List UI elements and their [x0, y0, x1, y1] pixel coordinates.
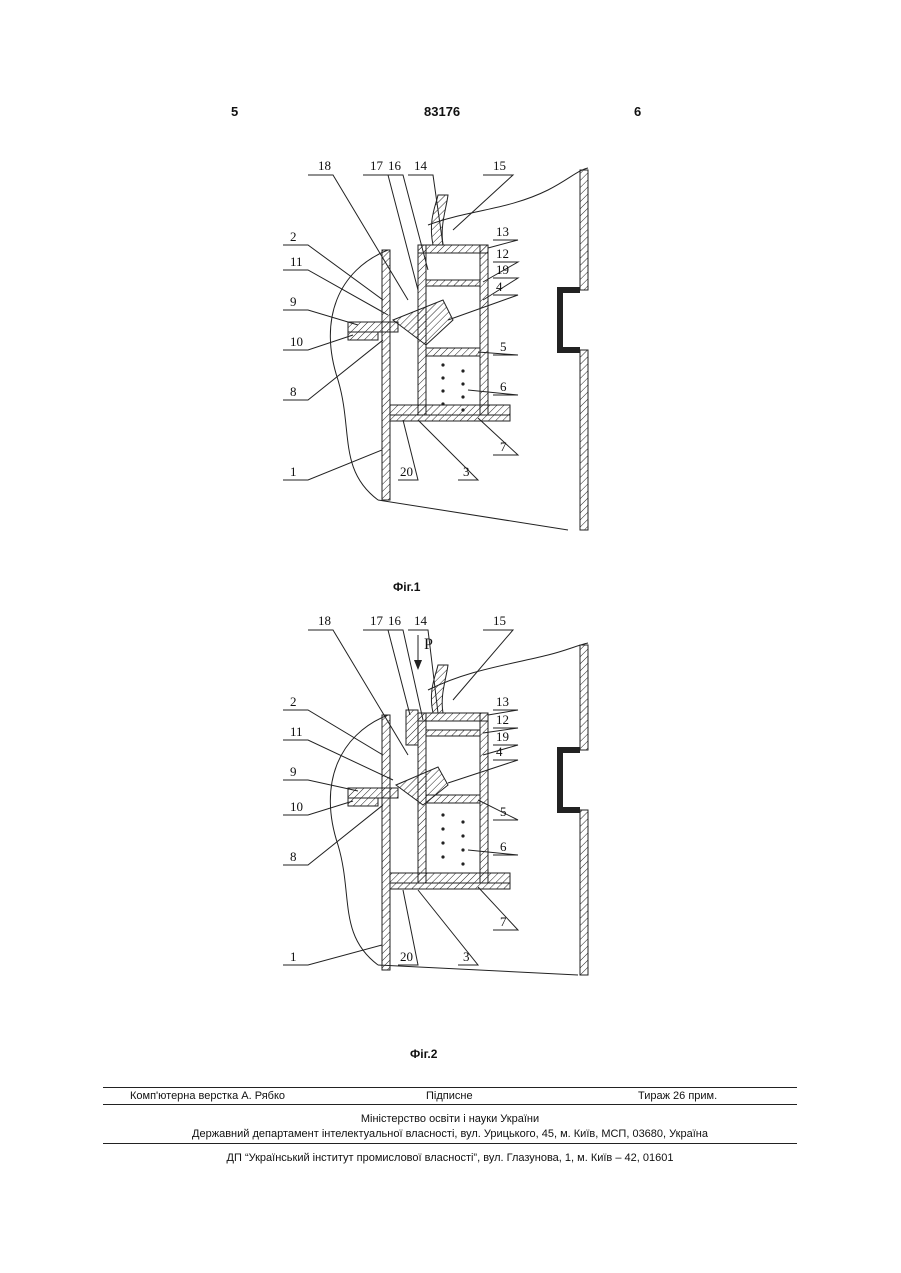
fig2-label-15: 15	[493, 613, 506, 628]
fig1-label-6: 6	[500, 379, 507, 394]
fig2-label-9: 9	[290, 764, 297, 779]
imprint-mid-rule	[103, 1104, 797, 1105]
fig2-label-18: 18	[318, 613, 331, 628]
fig1-label-11: 11	[290, 254, 303, 269]
fig1-label-17: 17	[370, 158, 384, 173]
fig2-label-17: 17	[370, 613, 384, 628]
fig2-label-14: 14	[414, 613, 428, 628]
fig1-label-2: 2	[290, 229, 297, 244]
figure-2-drawing: P 18 17 16 14 15 13 12 19 4	[278, 605, 598, 985]
fig1-label-1: 1	[290, 464, 297, 479]
fig2-label-11: 11	[290, 724, 303, 739]
fig1-label-13: 13	[496, 224, 509, 239]
circulation-label: Тираж 26 прим.	[638, 1090, 717, 1102]
fig1-label-7: 7	[500, 439, 507, 454]
imprint-top-rule	[103, 1087, 797, 1088]
figure-1-caption: Фіг.1	[393, 580, 420, 594]
fig1-label-15: 15	[493, 158, 506, 173]
fig2-label-16: 16	[388, 613, 402, 628]
patent-number: 83176	[424, 104, 460, 119]
fig2-label-3: 3	[463, 949, 470, 964]
fig1-label-18: 18	[318, 158, 331, 173]
right-page-number: 6	[634, 104, 641, 119]
fig1-label-4: 4	[496, 279, 503, 294]
fig1-label-14: 14	[414, 158, 428, 173]
institute-line: ДП “Український інститут промислової вла…	[103, 1152, 797, 1164]
fig2-label-20: 20	[400, 949, 413, 964]
fig2-force-label: P	[424, 636, 433, 653]
ministry-line: Міністерство освіти і науки України	[103, 1113, 797, 1125]
fig2-label-13: 13	[496, 694, 509, 709]
fig1-label-12: 12	[496, 246, 509, 261]
fig1-label-9: 9	[290, 294, 297, 309]
figure-2-caption: Фіг.2	[410, 1047, 437, 1061]
fig1-label-19: 19	[496, 262, 509, 277]
figure-1-drawing: 18 17 16 14 15 13 12 19 4 2 11 9 10 8 5 …	[278, 150, 598, 540]
fig2-label-19: 19	[496, 729, 509, 744]
fig2-label-5: 5	[500, 804, 507, 819]
fig2-label-2: 2	[290, 694, 297, 709]
fig2-label-7: 7	[500, 914, 507, 929]
fig2-label-12: 12	[496, 712, 509, 727]
fig1-label-8: 8	[290, 384, 297, 399]
department-line: Державний департамент інтелектуальної вл…	[103, 1128, 797, 1140]
fig2-label-4: 4	[496, 744, 503, 759]
fig2-label-8: 8	[290, 849, 297, 864]
fig1-label-20: 20	[400, 464, 413, 479]
fig1-label-10: 10	[290, 334, 303, 349]
layout-credit: Комп'ютерна верстка А. Рябко	[130, 1090, 285, 1102]
fig1-label-3: 3	[463, 464, 470, 479]
signed-label: Підписне	[426, 1090, 473, 1102]
imprint-bottom-rule	[103, 1143, 797, 1144]
fig1-label-5: 5	[500, 339, 507, 354]
fig2-label-6: 6	[500, 839, 507, 854]
fig2-label-1: 1	[290, 949, 297, 964]
fig2-label-10: 10	[290, 799, 303, 814]
left-page-number: 5	[231, 104, 238, 119]
fig1-label-16: 16	[388, 158, 402, 173]
